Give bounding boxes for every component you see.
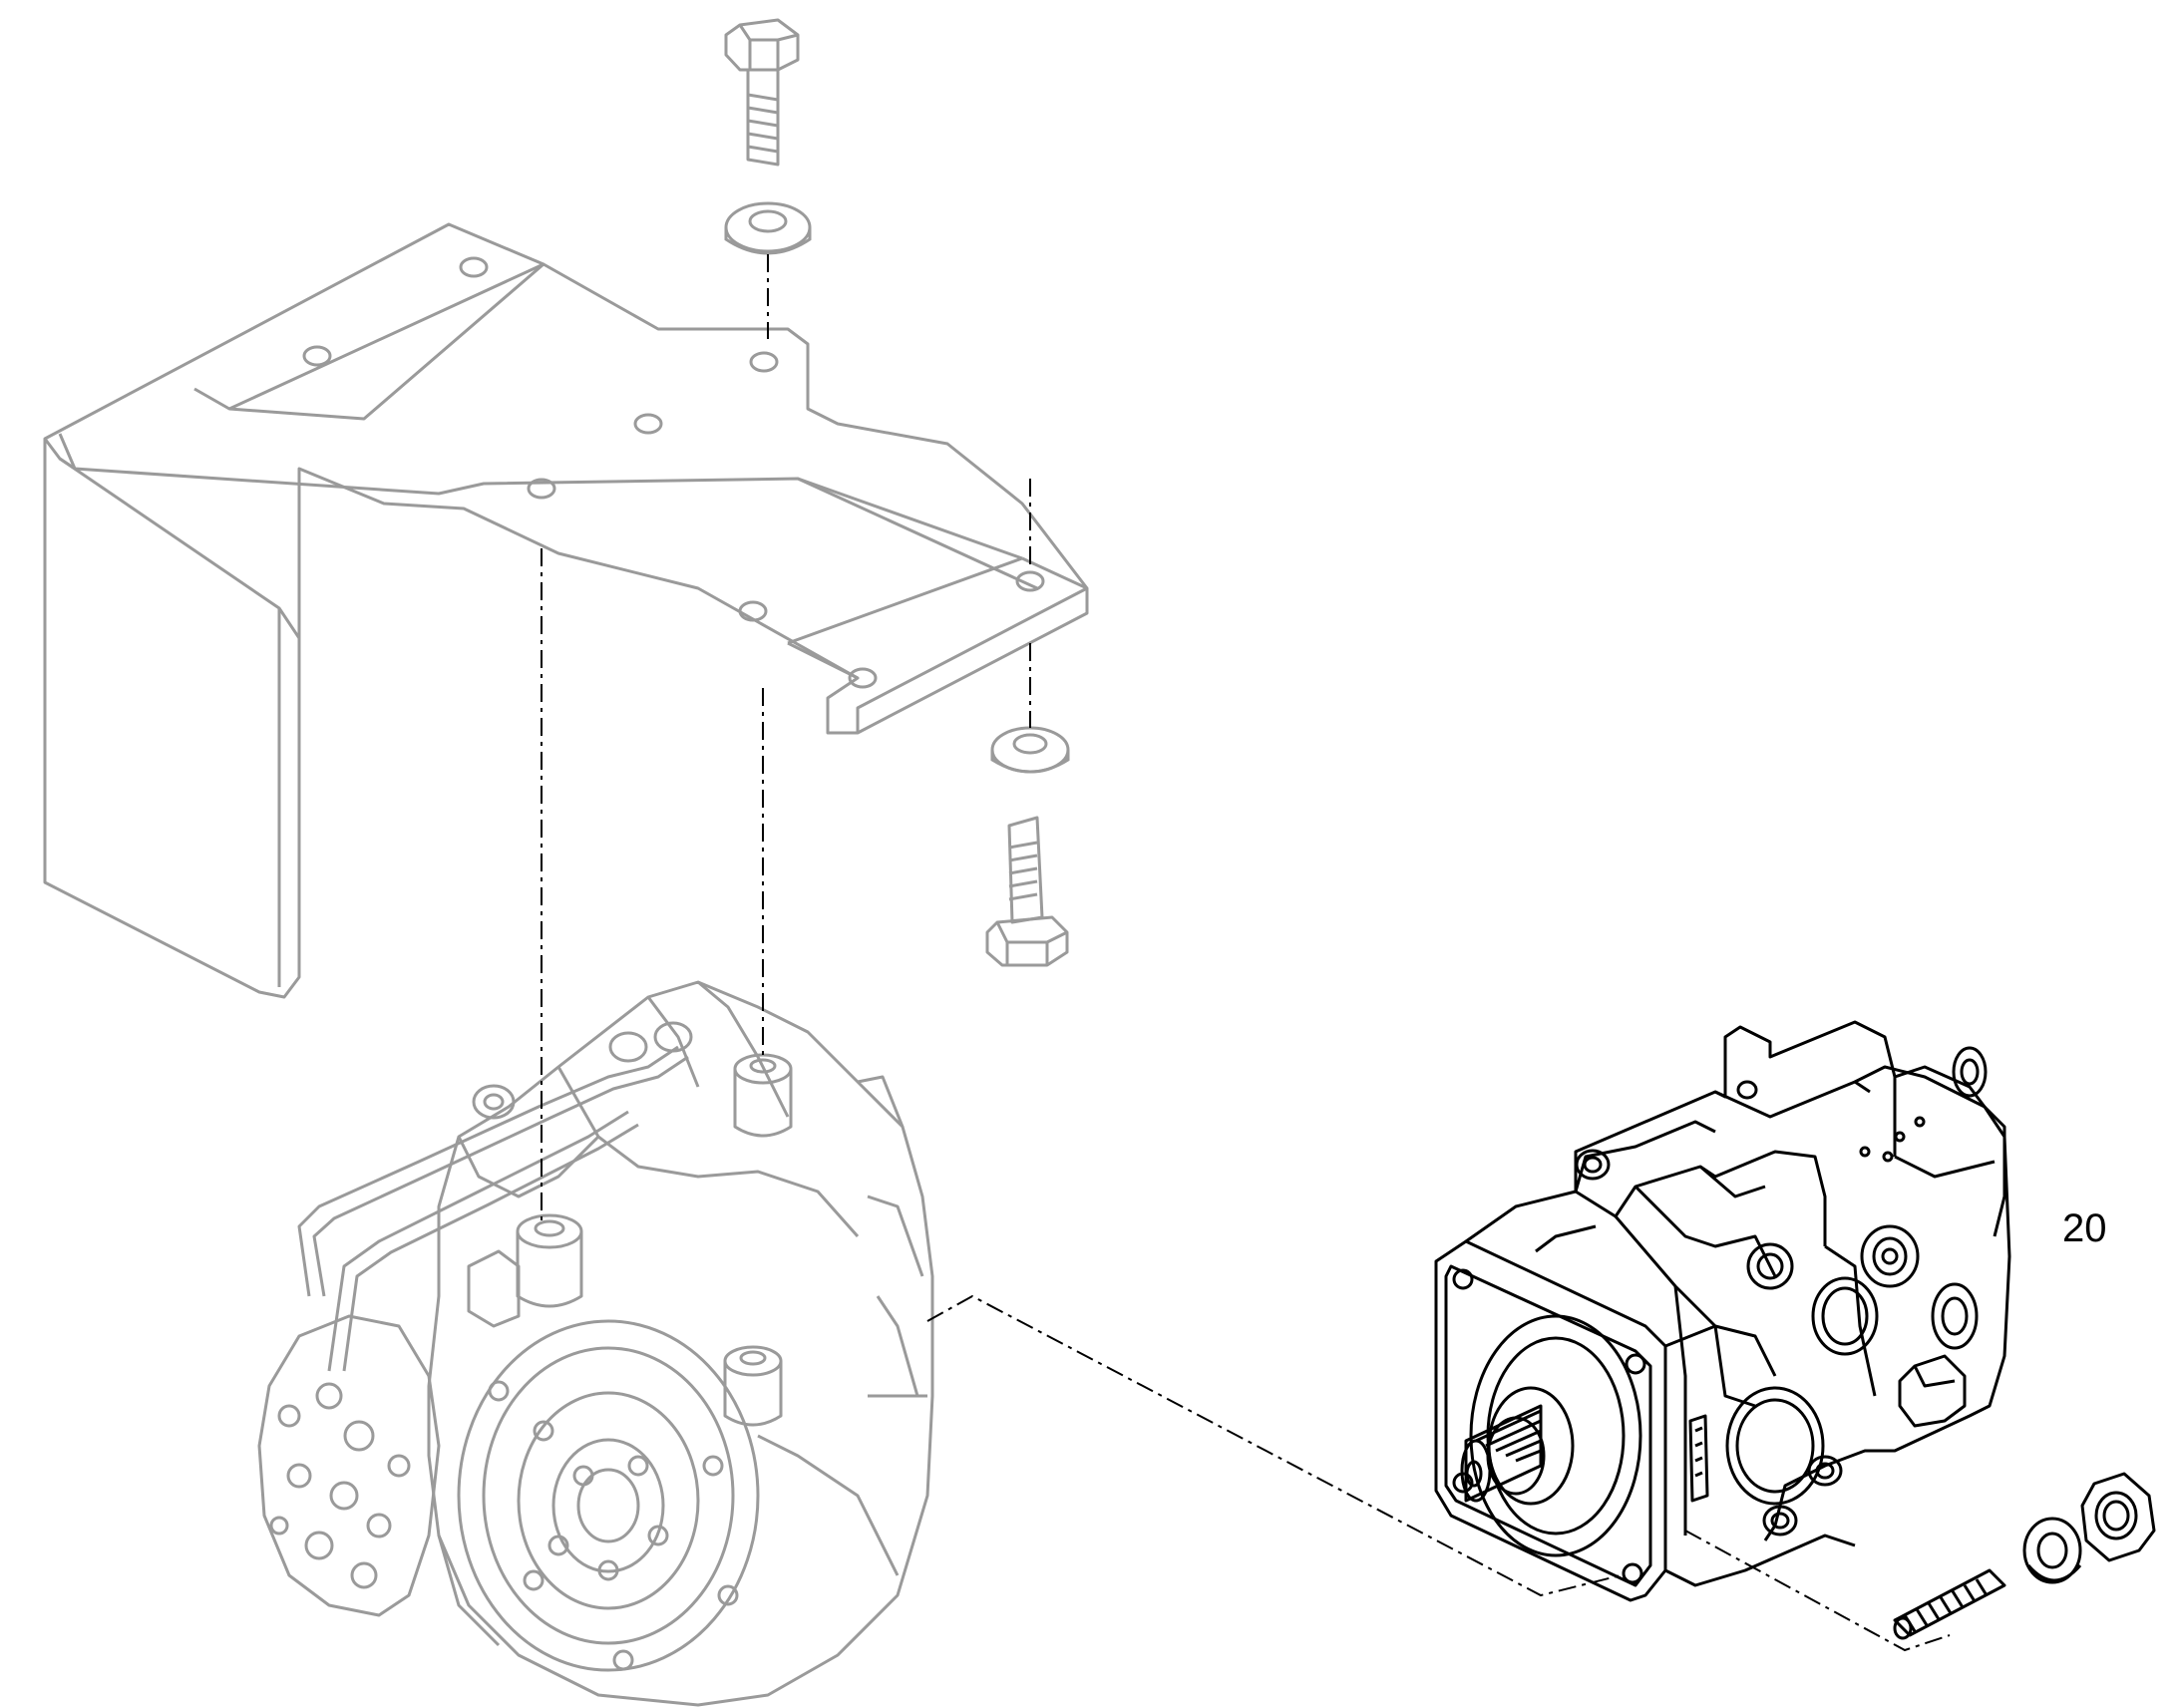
- top-washer: [724, 201, 812, 255]
- right-bolt: [985, 816, 1069, 967]
- alignment-lines: [541, 254, 1951, 1652]
- gearbox-housing: [257, 980, 934, 1707]
- hex-nut: [2080, 1472, 2156, 1562]
- callout-label-20: 20: [2062, 1206, 2107, 1250]
- hydraulic-pump: [1434, 1020, 2011, 1602]
- stud-bolt: [1893, 1568, 2006, 1640]
- right-washer: [990, 726, 1070, 774]
- top-bolt: [724, 18, 800, 167]
- washer: [2022, 1517, 2082, 1584]
- mounting-bracket: [43, 222, 1089, 999]
